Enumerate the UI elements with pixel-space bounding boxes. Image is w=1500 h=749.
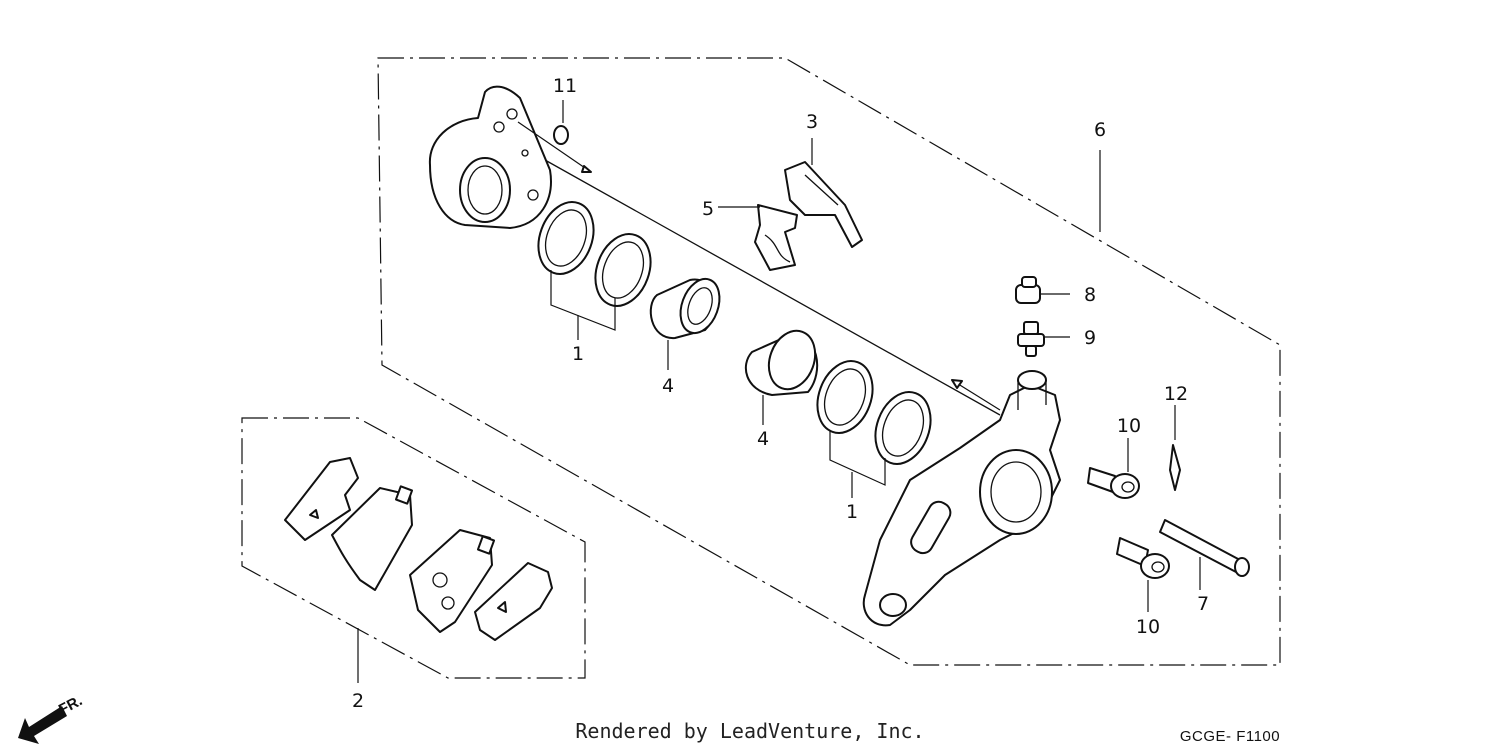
callout-10-lower: 10 <box>1136 616 1160 638</box>
callout-1-lower: 1 <box>846 501 858 523</box>
callout-9: 9 <box>1084 327 1096 349</box>
front-direction-arrow-icon <box>18 706 67 744</box>
bleeder-cap <box>1015 276 1041 304</box>
washer <box>553 125 569 145</box>
r-clip <box>1169 444 1181 491</box>
pad-spring <box>784 161 863 248</box>
callout-5: 5 <box>702 198 714 220</box>
caliper-assembly-boundary <box>377 57 1281 666</box>
assembly-axis <box>544 159 1001 416</box>
caliper-bracket <box>428 85 552 229</box>
mounting-bolt-upper <box>1087 467 1140 499</box>
callout-1-upper: 1 <box>572 343 584 365</box>
bleeder-valve <box>1017 321 1045 357</box>
render-credit: Rendered by LeadVenture, Inc. <box>575 719 924 743</box>
callout-10-upper: 10 <box>1117 415 1141 437</box>
caliper-body <box>862 370 1061 627</box>
callout-3: 3 <box>806 111 818 133</box>
piston-seal-lower-b <box>874 391 932 465</box>
pad-shim-right <box>474 562 553 641</box>
mounting-bolt-lower <box>1116 537 1170 579</box>
pad-set-boundary <box>241 417 586 679</box>
piston-seal-upper-a <box>537 201 595 275</box>
callout-7: 7 <box>1197 593 1209 615</box>
brake-pad-right <box>409 529 496 633</box>
piston-seal-upper-b <box>594 233 652 307</box>
piston-seal-lower-a <box>816 360 874 434</box>
callout-12: 12 <box>1164 383 1188 405</box>
pad-shim-left <box>284 457 359 541</box>
callout-11: 11 <box>553 75 577 97</box>
piston-upper <box>649 277 721 340</box>
callout-8: 8 <box>1084 284 1096 306</box>
piston-lower <box>744 329 819 396</box>
brake-pad-left <box>331 485 414 591</box>
diagram-code: GCGE- F1100 <box>1180 728 1280 745</box>
pin-retainer <box>754 204 798 271</box>
callout-2: 2 <box>352 690 364 712</box>
callout-4-lower: 4 <box>757 428 769 450</box>
callout-4-upper: 4 <box>662 375 674 397</box>
callout-6: 6 <box>1094 119 1106 141</box>
pad-pin <box>1159 519 1250 577</box>
